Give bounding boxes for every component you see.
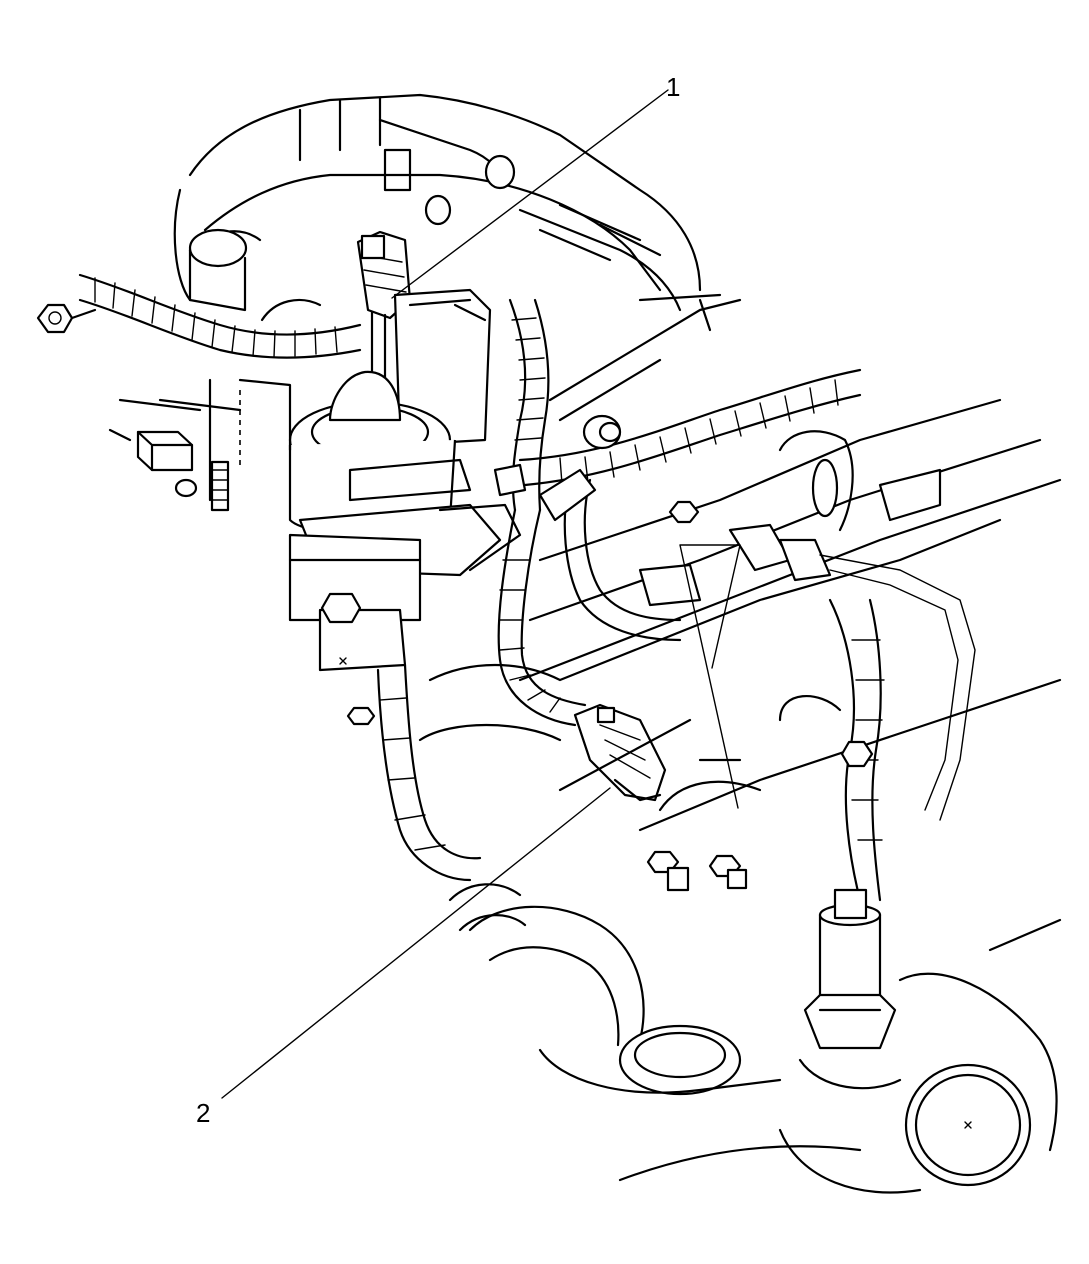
- small-fittings-left: [108, 398, 242, 512]
- egr-valve: [208, 288, 522, 672]
- lower-wire-harness: [493, 463, 682, 727]
- exhaust-pipes: [468, 905, 1062, 1194]
- callout-leaders: [221, 89, 741, 1099]
- exhaust-manifold: [418, 398, 1062, 902]
- left-bolt: [36, 303, 97, 334]
- intake-manifold: [173, 93, 742, 422]
- leader-bracket-2: [679, 544, 741, 809]
- leader-line-1: [391, 89, 669, 299]
- leader-line-2: [221, 787, 611, 1099]
- upper-wire-harness: [78, 273, 362, 359]
- callout-1-label: 1: [666, 72, 681, 102]
- right-wire-harness: [508, 298, 862, 512]
- callout-2-label: 2: [196, 1098, 211, 1128]
- oxygen-sensor: [803, 888, 897, 1050]
- studs: [346, 706, 874, 892]
- egr-hose: [376, 663, 527, 932]
- sensor-2-connector: [573, 703, 667, 802]
